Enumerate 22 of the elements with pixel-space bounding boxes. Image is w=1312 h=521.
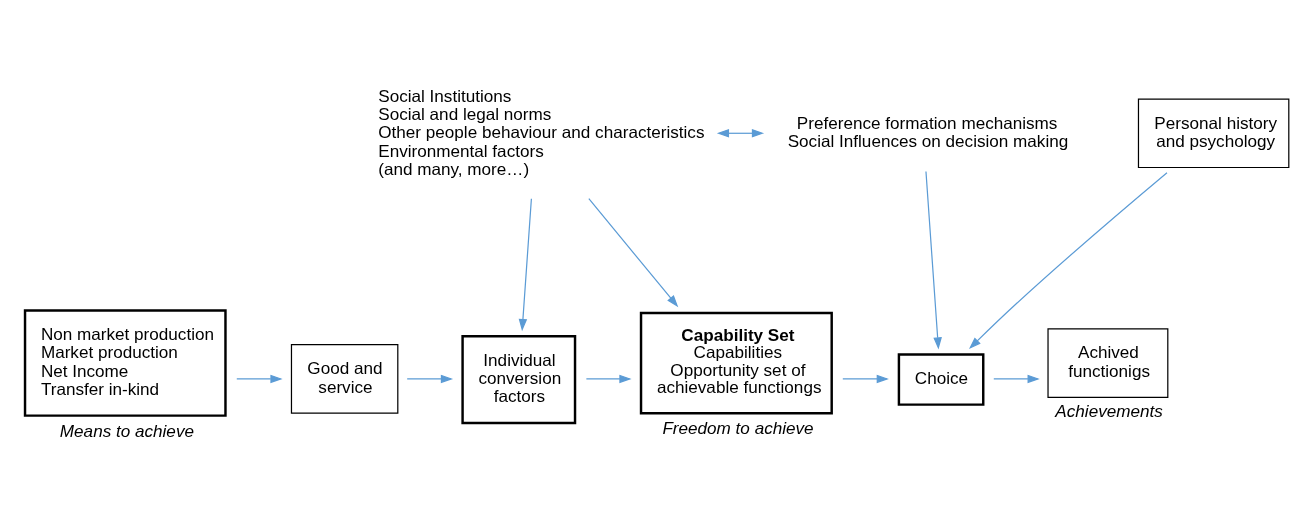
arrow <box>968 171 1168 349</box>
node-box: Personal history and psychology <box>1137 97 1290 168</box>
arrow <box>993 374 1040 383</box>
arrow <box>585 374 632 383</box>
node-box: Non market production Market production Net Income Transfer in-kind <box>23 308 227 417</box>
node-label: Achievements <box>1055 401 1163 421</box>
node-text: Social Institutions Social and legal norms Other people behaviour and characteristics Environmental factors (and many, more…) <box>378 86 705 179</box>
node-box: Individual conversion factors <box>461 334 577 424</box>
arrow <box>236 374 283 383</box>
node-box: Achived functionigs <box>1047 327 1169 398</box>
arrow <box>842 374 889 383</box>
node-box: Capability Set Capabilities Opportunity set of achievable functiongs <box>639 311 833 414</box>
arrow <box>925 170 942 350</box>
node-label: Means to achieve <box>59 421 194 441</box>
node-box: Choice <box>897 352 985 406</box>
arrow <box>588 197 679 307</box>
node-box: Good and service <box>290 343 399 414</box>
arrow <box>716 128 765 138</box>
node-label: Freedom to achieve <box>662 418 814 438</box>
node-text: Preference formation mechanisms Social Influences on decision making <box>787 113 1069 151</box>
arrow <box>518 197 532 331</box>
arrow <box>406 374 454 383</box>
